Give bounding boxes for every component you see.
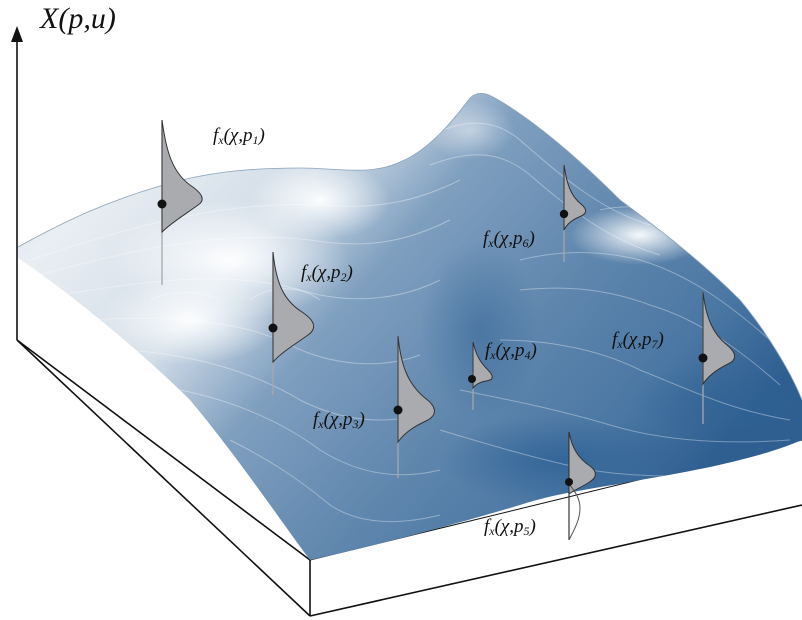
- pdf-label-p5: fx(χ,p5): [484, 516, 536, 538]
- base-bottom-left-edge: [16, 339, 311, 617]
- pdf-p2: [268, 251, 315, 395]
- pdf-label-p7: fx(χ,p7): [612, 329, 664, 351]
- pdf-label-p2: fx(χ,p2): [301, 262, 353, 284]
- pdf-p1: [157, 119, 203, 285]
- terrain-surface: [18, 93, 802, 560]
- y-axis-label: X(p,u): [40, 2, 116, 35]
- pdf-label-p4: fx(χ,p4): [485, 340, 537, 362]
- base-left-edge: [16, 339, 311, 561]
- base-bottom-right-edge: [309, 504, 802, 617]
- pdf-p4: [468, 341, 493, 410]
- pdf-label-p1: fx(χ,p1): [213, 125, 265, 147]
- pdf-p5: [565, 431, 596, 541]
- pdf-p3: [393, 335, 435, 478]
- y-axis-arrowhead: [11, 26, 23, 42]
- pdf-p7: [698, 291, 736, 424]
- pdf-label-p6: fx(χ,p6): [483, 228, 535, 250]
- pdf-label-p3: fx(χ,p3): [313, 409, 365, 431]
- pdf-group: [157, 119, 736, 541]
- pdf-p6: [559, 164, 587, 262]
